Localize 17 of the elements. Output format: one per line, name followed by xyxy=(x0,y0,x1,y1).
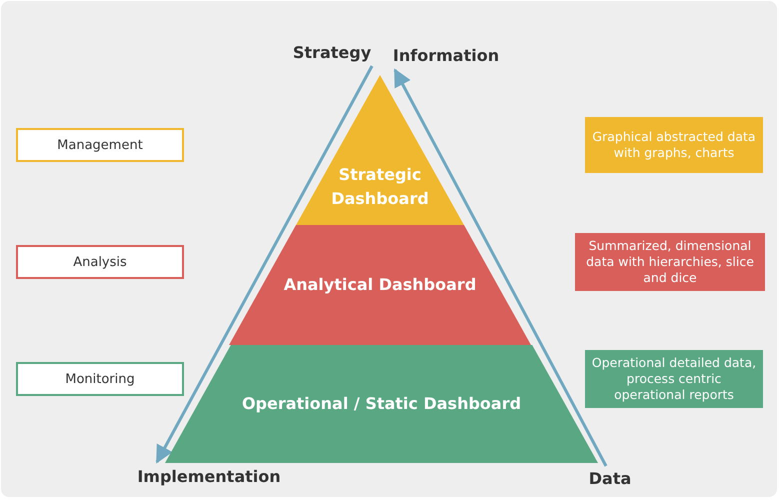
level-label: Management xyxy=(16,128,184,162)
pyramid-tier xyxy=(296,75,464,225)
arrow xyxy=(156,65,374,464)
axis-label: Data xyxy=(584,466,636,490)
axis-label: Information xyxy=(386,43,506,67)
description-box: Summarized, dimensional data with hierarchies, slice and dice xyxy=(575,233,765,291)
tier-title: Analytical Dashboard xyxy=(284,274,476,296)
level-label: Analysis xyxy=(16,245,184,279)
pyramid-tier xyxy=(229,225,531,345)
tier-title: Strategic Dashboard xyxy=(330,164,430,210)
arrow xyxy=(394,68,608,467)
level-label: Monitoring xyxy=(16,362,184,396)
axis-label: Implementation xyxy=(128,464,290,488)
description-box: Graphical abstracted data with graphs, charts xyxy=(585,117,763,173)
tier-title: Operational / Static Dashboard xyxy=(242,393,522,415)
axis-label: Strategy xyxy=(286,40,378,64)
description-box: Operational detailed data, process centric operational reports xyxy=(585,350,763,408)
